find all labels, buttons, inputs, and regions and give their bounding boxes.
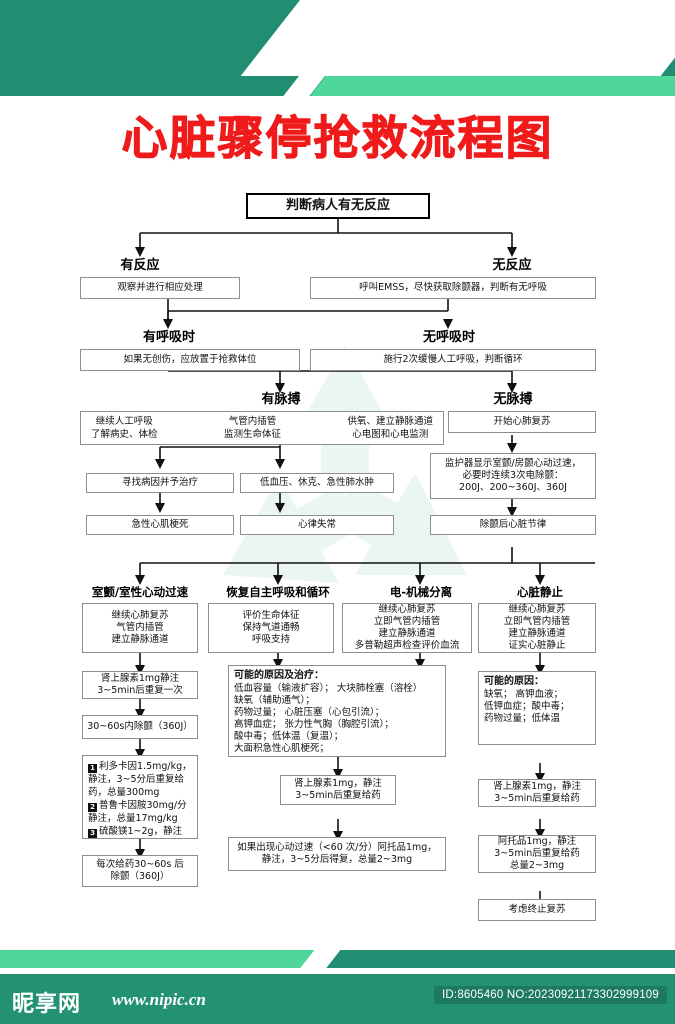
page-title: 心脏骤停抢救流程图 [121,111,554,165]
node-post-defib-rhythm[interactable]: 除颤后心脏节律 [430,515,596,535]
causes-heading: 可能的原因及治疗： [234,670,324,681]
label-responsive: 有反应 [120,258,160,273]
cause-line: 药物过量； 心脏压塞（心包引流）； [234,707,385,718]
node-col1-epinephrine[interactable]: 肾上腺素1mg静注 3~5min后重复一次 [82,671,198,699]
node-mid-atropine[interactable]: 如果出现心动过速（<60 次/分）阿托品1mg， 静注，3~5分后得复，总量2~… [228,837,446,871]
header-banner [0,0,675,108]
node-right-possible-causes[interactable]: 可能的原因： 缺氧； 高钾血液； 低钾血症；酸中毒； 药物过量；低体温 [478,671,596,745]
node-col1-repeat-defib[interactable]: 每次给药30~60s 后 除颤（360J） [82,855,198,887]
node-recovery-position[interactable]: 如果无创伤，应放置于抢救体位 [80,349,300,371]
node-rosc-actions[interactable]: 评价生命体征 保持气道通畅 呼吸支持 [208,603,334,653]
right-cause-line: 药物过量；低体温 [484,713,561,724]
node-mid-epinephrine[interactable]: 肾上腺素1mg，静注 3~5min后重复给药 [280,775,396,805]
number-1-icon: 1 [88,764,97,773]
node-observe-and-treat[interactable]: 观察并进行相应处理 [80,277,240,299]
pulse-action-col-2: 气管内插管 监测生命体征 [223,416,281,440]
pulse-action-col-1: 继续人工呼吸 了解病史、体检 [91,416,158,440]
node-arrhythmia[interactable]: 心律失常 [240,515,394,535]
label-vf-vt: 室颤/室性心动过速 [91,585,189,599]
right-causes-heading: 可能的原因： [484,676,544,687]
node-asystole-actions[interactable]: 继续心肺复苏 立即气管内插管 建立静脉通道 证实心脏静止 [478,603,596,653]
label-pulse-present: 有脉搏 [261,392,301,407]
node-start-cpr[interactable]: 开始心肺复苏 [448,411,596,433]
cause-line: 大面积急性心肌梗死； [234,743,330,754]
node-possible-causes-and-treatment[interactable]: 可能的原因及治疗： 低血容量（输液扩容）； 大块肺栓塞（溶栓） 缺氧（辅助通气）… [228,665,446,757]
cause-line: 低血容量（输液扩容）； 大块肺栓塞（溶栓） [234,683,423,694]
label-breathing-absent: 无呼吸时 [422,330,475,345]
node-right-epinephrine[interactable]: 肾上腺素1mg，静注 3~5min后重复给药 [478,779,596,807]
cause-line: 酸中毒；低体温（复温）； [234,731,344,742]
node-consider-stop-resuscitation[interactable]: 考虑终止复苏 [478,899,596,921]
node-pulse-present-actions[interactable]: 继续人工呼吸 了解病史、体检 气管内插管 监测生命体征 供氧、建立静脉通道 心电… [80,411,444,445]
label-pea: 电-机械分离 [389,585,453,599]
pulse-action-col-3: 供氧、建立静脉通道 心电图和心电监测 [347,416,433,440]
label-unresponsive: 无反应 [492,258,532,273]
number-3-icon: 3 [88,829,97,838]
header-light-stripe [310,76,675,96]
node-acute-mi[interactable]: 急性心肌梗死 [86,515,234,535]
label-pulse-absent: 无脉搏 [493,392,533,407]
site-logo-cn: 昵享网 [12,992,82,1017]
site-url[interactable]: www.nipic.cn [112,990,206,1009]
label-breathing-present: 有呼吸时 [142,330,195,345]
cause-line: 缺氧（辅助通气）； [234,695,315,706]
flowchart: 判断病人有无反应 有反应 无反应 观察并进行相应处理 呼叫EMSS，尽快获取除颤… [0,185,675,935]
node-pea-actions[interactable]: 继续心肺复苏 立即气管内插管 建立静脉通道 多普勒超声检查评价血流 [342,603,472,653]
footer-light-stripe [0,950,348,968]
number-2-icon: 2 [88,803,97,812]
node-call-emss[interactable]: 呼叫EMSS，尽快获取除颤器，判断有无呼吸 [310,277,596,299]
image-id-badge: ID:8605460 NO:20230921173302999109 [434,986,667,1004]
node-assess-responsiveness[interactable]: 判断病人有无反应 [246,193,430,219]
node-col1-defib-30-60s[interactable]: 30~60s内除颤（360J） [82,715,198,739]
label-rosc: 恢复自主呼吸和循环 [226,585,330,599]
footer-banner: 昵享网 www.nipic.cn ID:8605460 NO:202309211… [0,942,675,1024]
node-hypotension-shock[interactable]: 低血压、休克、急性肺水肿 [240,473,394,493]
right-cause-line: 缺氧； 高钾血液； [484,689,564,700]
node-two-rescue-breaths[interactable]: 施行2次缓慢人工呼吸，判断循环 [310,349,596,371]
node-vf-vt-actions[interactable]: 继续心肺复苏 气管内插管 建立静脉通道 [82,603,198,653]
cause-line: 高钾血症； 张力性气胸（胸腔引流）； [234,719,394,730]
footer-dark-stripe [322,950,675,968]
node-defibrillation-protocol[interactable]: 监护器显示室颤/房颤心动过速， 必要时连续3次电除颤： 200J、200~360… [430,453,596,499]
node-right-atropine[interactable]: 阿托品1mg，静注 3~5min后重复给药 总量2~3mg [478,835,596,873]
right-cause-line: 低钾血症；酸中毒； [484,701,570,712]
label-asystole: 心脏静止 [517,585,563,599]
node-find-cause[interactable]: 寻找病因并予治疗 [86,473,234,493]
